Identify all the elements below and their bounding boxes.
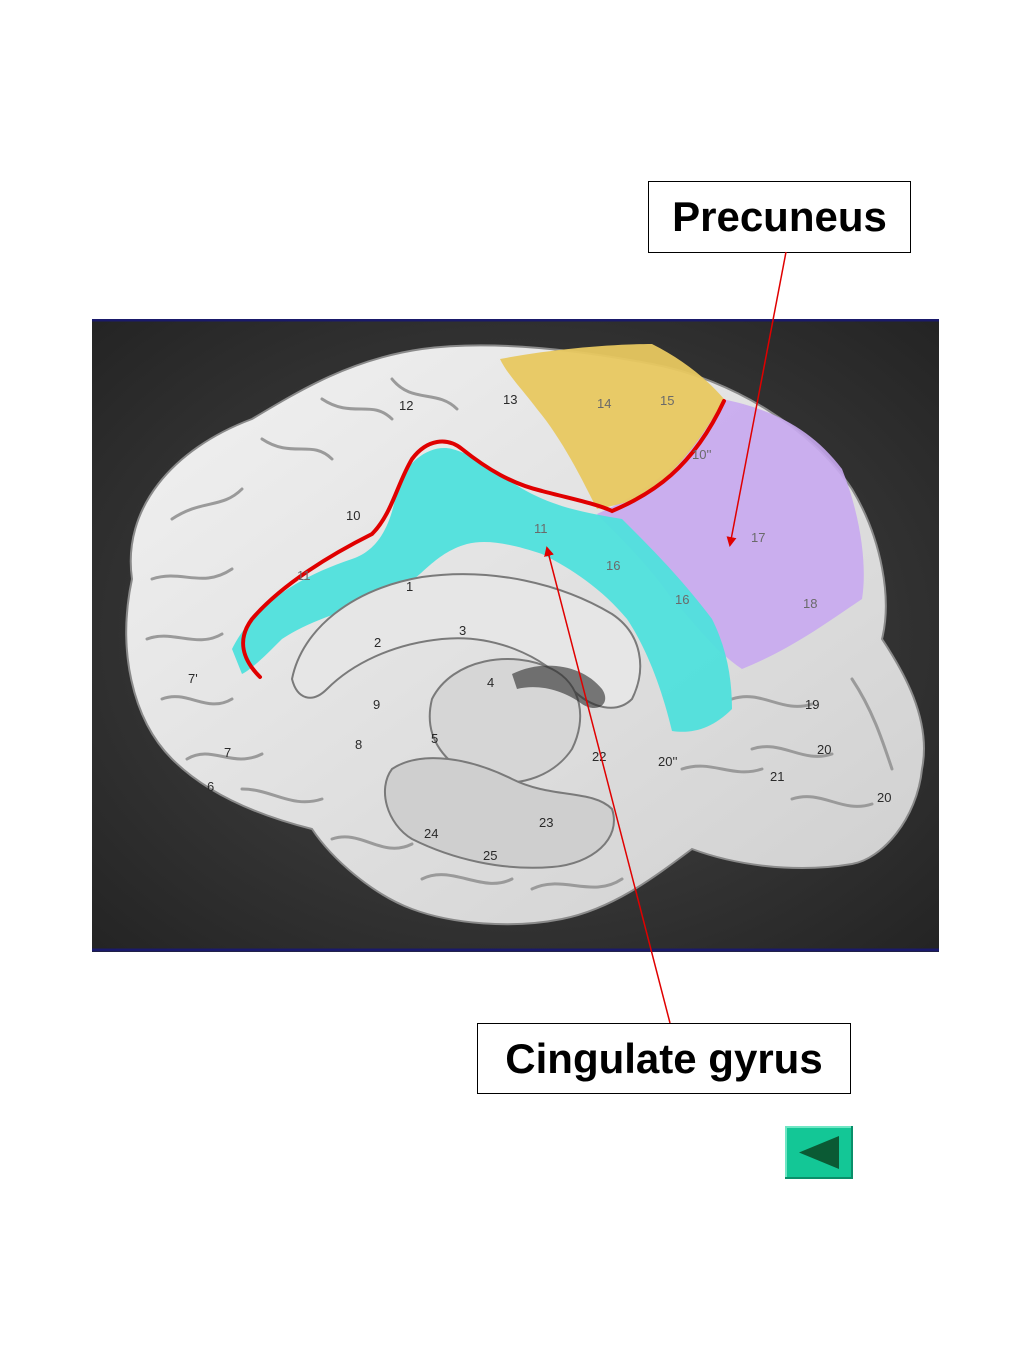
figure-numbers: 1 2 3 4 5 6 7 7' 8 9 10 11 11 12 13 14 1… bbox=[188, 392, 891, 863]
svg-text:2: 2 bbox=[374, 635, 381, 650]
svg-text:16: 16 bbox=[675, 592, 689, 607]
gyral-folds bbox=[145, 377, 894, 891]
svg-text:10'': 10'' bbox=[692, 447, 711, 462]
svg-text:8: 8 bbox=[355, 737, 362, 752]
svg-text:14: 14 bbox=[597, 396, 611, 411]
svg-text:7': 7' bbox=[188, 671, 198, 686]
cingulate-region bbox=[232, 448, 732, 732]
cingulate-gyrus-label: Cingulate gyrus bbox=[477, 1023, 851, 1094]
svg-text:24: 24 bbox=[424, 826, 438, 841]
svg-text:4: 4 bbox=[487, 675, 494, 690]
triangle-left-icon bbox=[799, 1136, 839, 1169]
svg-text:9: 9 bbox=[373, 697, 380, 712]
precuneus-region bbox=[500, 344, 724, 509]
svg-text:25: 25 bbox=[483, 848, 497, 863]
back-button[interactable] bbox=[785, 1126, 853, 1179]
svg-text:23: 23 bbox=[539, 815, 553, 830]
brain-medial-view-figure: 1 2 3 4 5 6 7 7' 8 9 10 11 11 12 13 14 1… bbox=[92, 319, 939, 952]
svg-text:5: 5 bbox=[431, 731, 438, 746]
svg-text:18: 18 bbox=[803, 596, 817, 611]
svg-text:20: 20 bbox=[817, 742, 831, 757]
svg-text:16: 16 bbox=[606, 558, 620, 573]
svg-text:17: 17 bbox=[751, 530, 765, 545]
svg-text:1: 1 bbox=[406, 579, 413, 594]
svg-text:22: 22 bbox=[592, 749, 606, 764]
svg-text:6: 6 bbox=[207, 779, 214, 794]
svg-text:3: 3 bbox=[459, 623, 466, 638]
svg-text:15: 15 bbox=[660, 393, 674, 408]
svg-text:20: 20 bbox=[877, 790, 891, 805]
svg-text:7: 7 bbox=[224, 745, 231, 760]
svg-text:12: 12 bbox=[399, 398, 413, 413]
svg-text:11: 11 bbox=[297, 568, 311, 583]
svg-text:20'': 20'' bbox=[658, 754, 677, 769]
svg-text:21: 21 bbox=[770, 769, 784, 784]
svg-text:10: 10 bbox=[346, 508, 360, 523]
cingulate-sulcus-line bbox=[241, 399, 726, 679]
svg-text:19: 19 bbox=[805, 697, 819, 712]
precuneus-label: Precuneus bbox=[648, 181, 911, 253]
svg-text:11: 11 bbox=[534, 521, 548, 536]
svg-text:13: 13 bbox=[503, 392, 517, 407]
